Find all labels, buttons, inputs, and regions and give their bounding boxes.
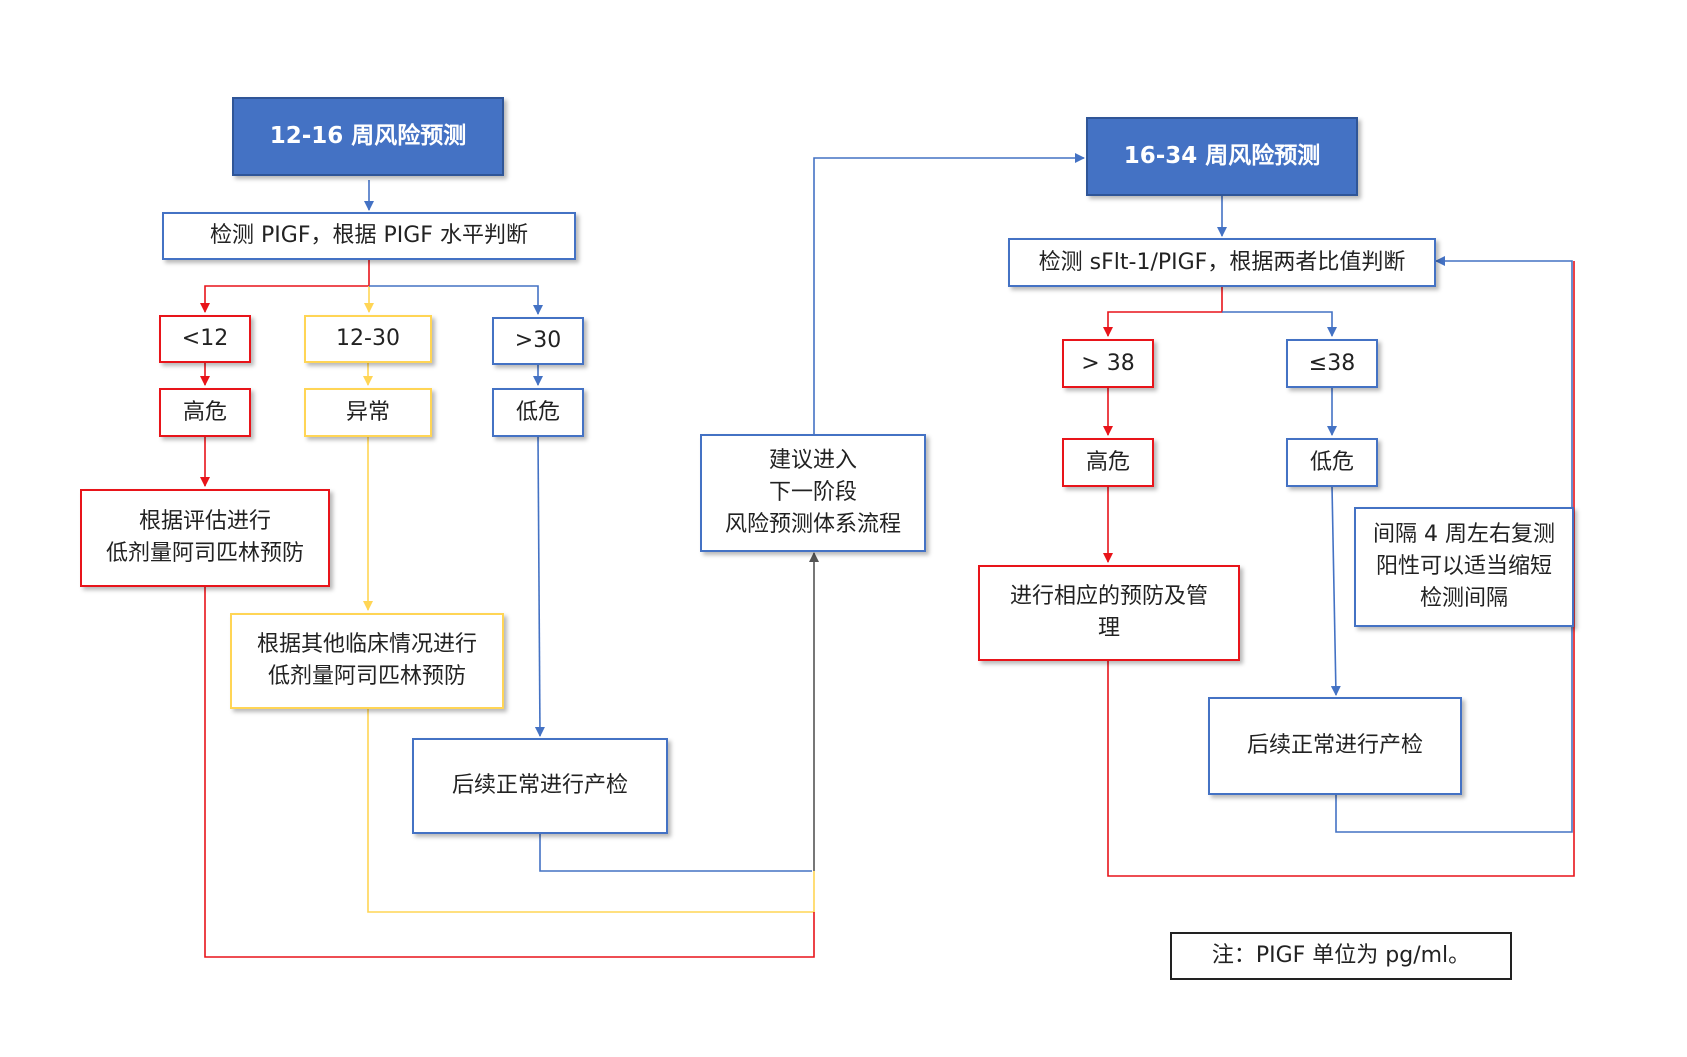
aspirin-prevention-box: 根据评估进行 低剂量阿司匹林预防 xyxy=(80,489,330,587)
connector-detect-to-low xyxy=(200,260,370,313)
connector-detect-to-le38 xyxy=(1222,311,1337,337)
right-detect-box: 检测 sFlt-1/PIGF，根据两者比值判断 xyxy=(1008,238,1436,287)
loop-management-to-detect xyxy=(1107,261,1575,877)
connector-lowrisk-to-checkup xyxy=(1330,485,1341,696)
range-12-30-box: 12-30 xyxy=(304,315,432,363)
connector-detect-to-gt38 xyxy=(1103,286,1223,337)
range-le38-box: ≤38 xyxy=(1286,339,1378,388)
clinical-aspirin-box: 根据其他临床情况进行 低剂量阿司匹林预防 xyxy=(230,613,504,709)
right-lowrisk-box: 低危 xyxy=(1286,438,1378,487)
next-stage-box: 建议进入 下一阶段 风险预测体系流程 xyxy=(700,434,926,552)
connector-lowrisk-to-checkup xyxy=(534,435,545,737)
retest-interval-box: 间隔 4 周左右复测 阳性可以适当缩短 检测间隔 xyxy=(1354,507,1574,627)
loop-aspirin-to-next xyxy=(204,586,815,958)
right-stage-title: 16-34 周风险预测 xyxy=(1086,117,1358,196)
range-lt12-box: <12 xyxy=(159,315,251,363)
left-stage-title: 12-16 周风险预测 xyxy=(232,97,504,176)
loop-clinical-to-next xyxy=(367,708,815,913)
management-box: 进行相应的预防及管 理 xyxy=(978,565,1240,661)
left-abnormal-box: 异常 xyxy=(304,388,432,437)
left-detect-box: 检测 PIGF，根据 PIGF 水平判断 xyxy=(162,212,576,260)
left-checkup-box: 后续正常进行产检 xyxy=(412,738,668,834)
left-lowrisk-box: 低危 xyxy=(492,388,584,437)
unit-note: 注：PIGF 单位为 pg/ml。 xyxy=(1170,932,1512,980)
connector-detect-to-high xyxy=(369,285,543,315)
right-checkup-box: 后续正常进行产检 xyxy=(1208,697,1462,795)
left-highrisk-box: 高危 xyxy=(159,388,251,437)
connector-next-to-right-title xyxy=(813,153,1085,434)
range-gt30-box: >30 xyxy=(492,317,584,365)
range-gt38-box: > 38 xyxy=(1062,339,1154,388)
loop-checkup-to-detect xyxy=(1335,256,1573,833)
loop-checkup-to-next xyxy=(539,833,812,872)
right-highrisk-box: 高危 xyxy=(1062,438,1154,487)
